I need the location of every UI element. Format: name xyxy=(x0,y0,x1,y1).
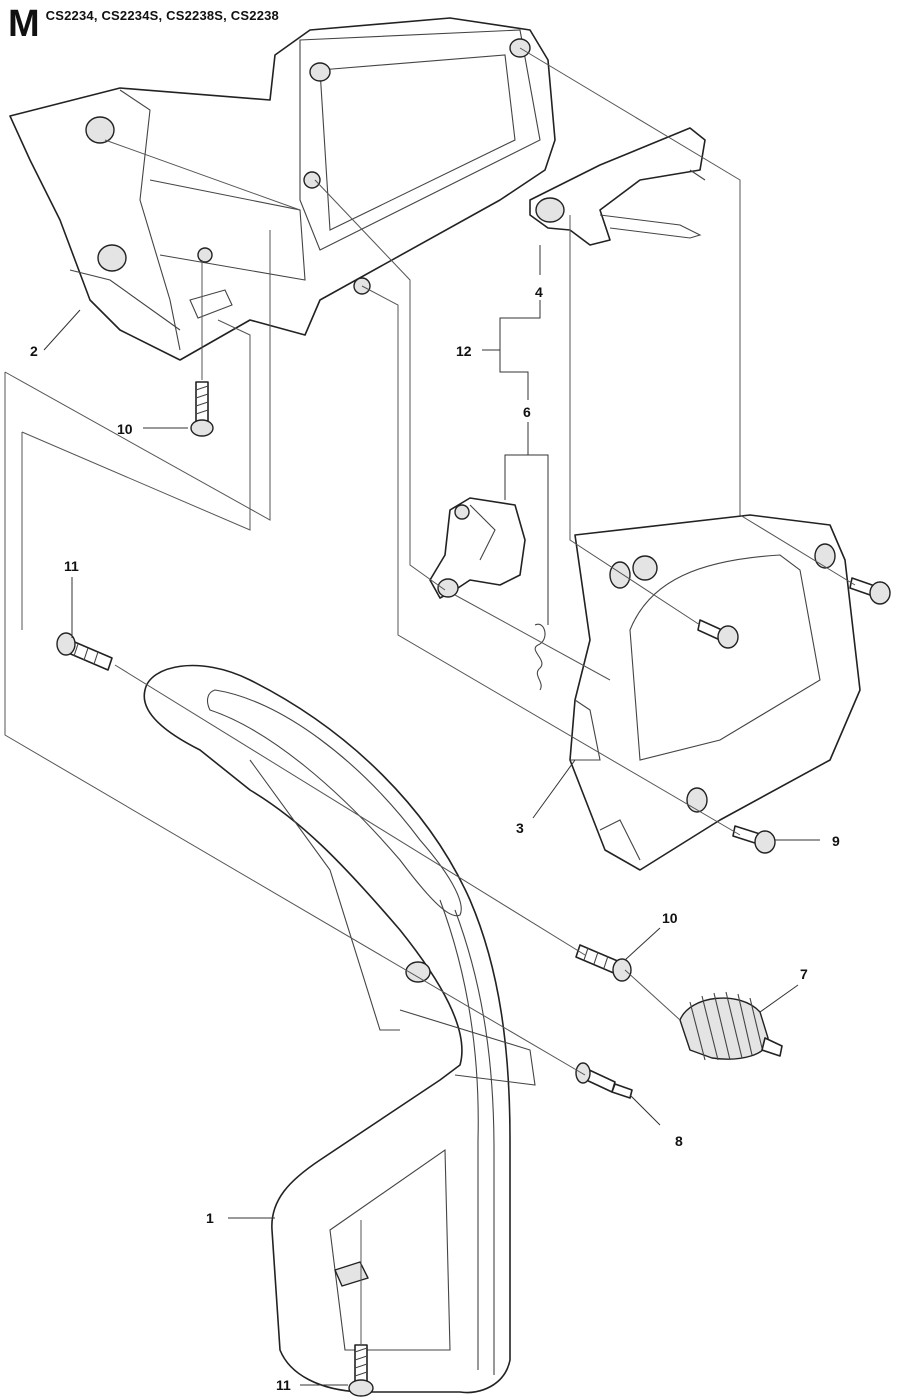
callout-4: 4 xyxy=(535,284,543,300)
callout-8: 8 xyxy=(675,1133,683,1149)
model-list: CS2234, CS2234S, CS2238S, CS2238 xyxy=(45,8,279,23)
screw-9 xyxy=(732,825,776,854)
callout-10-lower: 10 xyxy=(662,910,678,926)
part-4-throttle-trigger xyxy=(529,127,706,246)
diagram-header: M CS2234, CS2234S, CS2238S, CS2238 xyxy=(8,4,279,44)
screw-10-lower xyxy=(575,944,632,982)
callout-11-lower: 11 xyxy=(276,1377,291,1393)
screw-cover-right xyxy=(849,577,891,605)
assembly-guide-lines xyxy=(4,47,856,1345)
part-7-av-spring xyxy=(679,991,783,1061)
callout-leaders xyxy=(43,245,820,1386)
callout-11-upper: 11 xyxy=(64,558,79,574)
callout-6: 6 xyxy=(523,404,531,420)
callout-9: 9 xyxy=(832,833,840,849)
screw-11-lower xyxy=(348,1344,374,1397)
spring-clip xyxy=(534,623,546,691)
part-3-side-cover xyxy=(569,514,861,871)
section-letter: M xyxy=(8,3,40,45)
part-1-front-handle xyxy=(143,664,536,1394)
screw-10-top xyxy=(190,381,214,437)
screw-cover-center xyxy=(697,619,739,649)
callout-7: 7 xyxy=(800,966,808,982)
part-2-handle-housing xyxy=(9,17,556,361)
callout-12: 12 xyxy=(456,343,472,359)
screw-11-upper xyxy=(56,632,113,671)
callout-2: 2 xyxy=(30,343,38,359)
screw-8 xyxy=(575,1062,633,1099)
part-6-throttle-lockout xyxy=(429,497,526,599)
callout-1: 1 xyxy=(206,1210,214,1226)
callout-3: 3 xyxy=(516,820,524,836)
callout-10-top: 10 xyxy=(117,421,133,437)
